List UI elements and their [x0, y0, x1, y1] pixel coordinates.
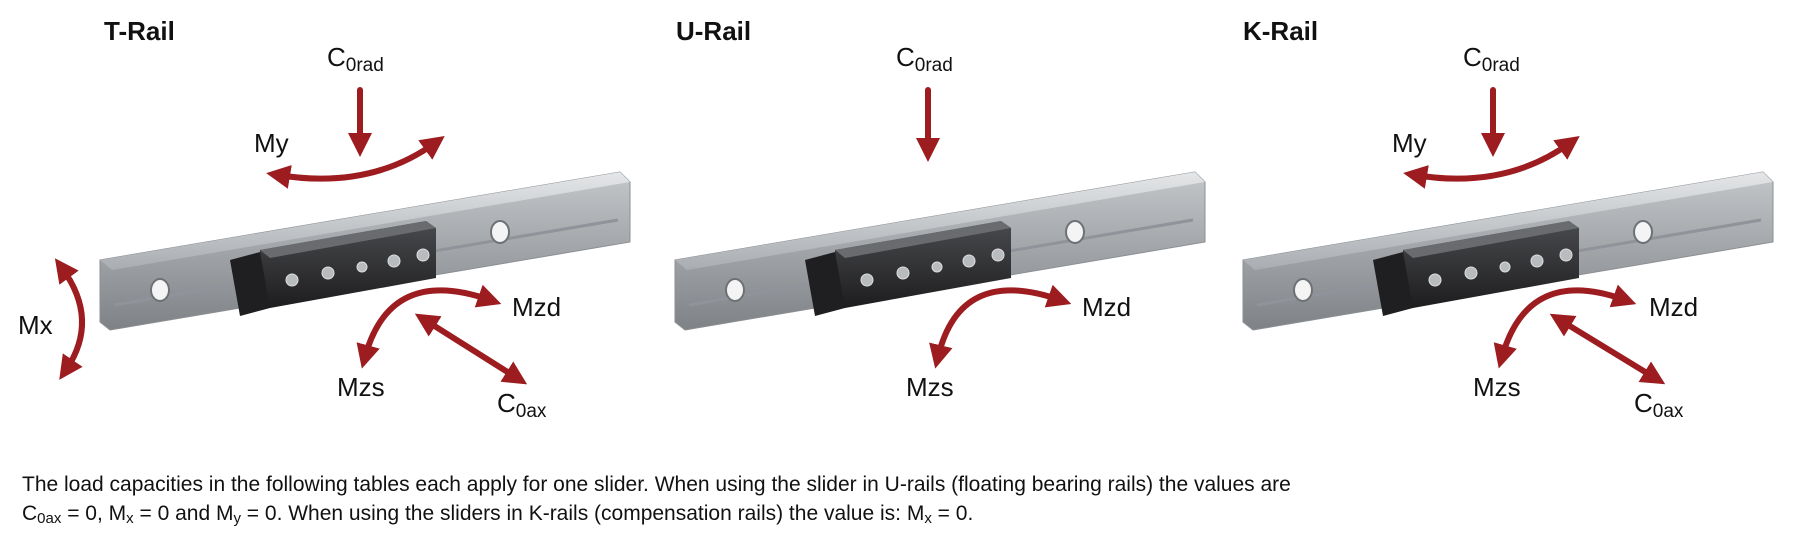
k-c0ax-label: C0ax [1634, 388, 1684, 422]
rail-diagrams [54, 87, 1775, 385]
t-mx-label: Mx [18, 310, 53, 340]
k-mzd-label: Mzd [1649, 292, 1699, 322]
t-rail-title: T-Rail [104, 16, 175, 46]
k-rail-title: K-Rail [1243, 16, 1319, 46]
k-my-label: My [1392, 128, 1427, 158]
u-mzs-label: Mzs [906, 372, 954, 402]
t-c0ax-label: C0ax [497, 388, 547, 422]
t-rail-arrows [54, 87, 528, 385]
caption-text: The load capacities in the following tab… [22, 470, 1782, 533]
u-rail-title: U-Rail [676, 16, 752, 46]
t-rail-illustration [54, 87, 632, 385]
t-mzd-label: Mzd [512, 292, 562, 322]
caption-line-1: The load capacities in the following tab… [22, 473, 1291, 496]
k-rail-arrows [1403, 87, 1666, 385]
u-c0rad-label: C0rad [896, 42, 953, 76]
t-c0rad-label: C0rad [327, 42, 384, 76]
u-mzd-label: Mzd [1082, 292, 1132, 322]
u-rail-arrows [916, 87, 1072, 369]
k-rail-illustration [1241, 87, 1775, 385]
caption-line-2: C0ax = 0, Mx = 0 and My = 0. When using … [22, 502, 974, 527]
u-rail-illustration [673, 87, 1207, 369]
k-mzs-label: Mzs [1473, 372, 1521, 402]
k-c0rad-label: C0rad [1463, 42, 1520, 76]
t-my-label: My [254, 128, 289, 158]
t-mzs-label: Mzs [337, 372, 385, 402]
